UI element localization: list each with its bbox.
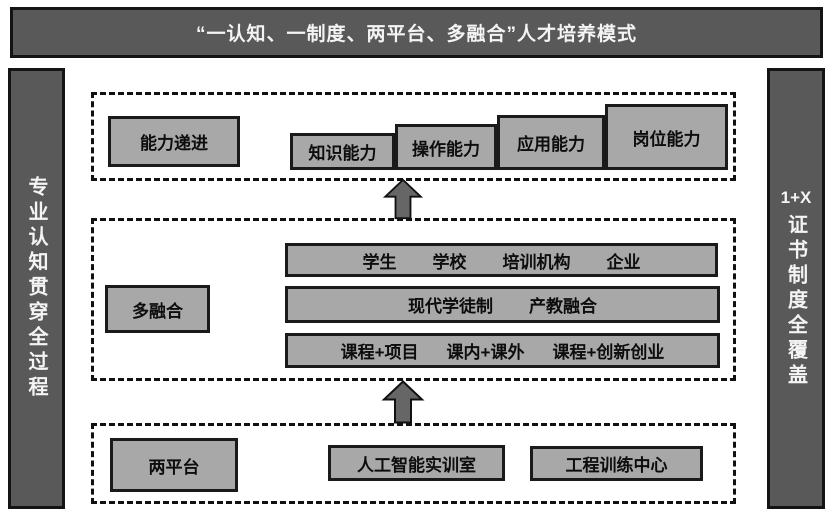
ability-step-application: 应用能力 — [497, 115, 605, 170]
platform-item: 人工智能实训室 — [357, 455, 476, 475]
platform-ai-training-room: 人工智能实训室 — [328, 445, 505, 481]
ability-panel — [91, 92, 736, 181]
platform-panel — [91, 423, 736, 504]
left-vertical-banner: 专业认知贯穿全过程 — [8, 68, 65, 509]
fusion-item: 学生 — [362, 252, 397, 272]
fusion-item: 学校 — [432, 252, 467, 272]
ability-step-post: 岗位能力 — [605, 104, 728, 170]
fusion-item: 企业 — [606, 252, 641, 272]
fusion-item: 培训机构 — [502, 252, 571, 272]
platform-panel-label-box: 两平台 — [110, 438, 238, 492]
platform-item: 工程训练中心 — [565, 456, 668, 475]
fusion-item: 现代学徒制 — [408, 297, 493, 316]
fusion-panel-label: 多融合 — [132, 301, 183, 321]
right-vertical-banner: 1+X 证书制度全覆盖 — [767, 68, 825, 509]
up-arrow-bottom-to-middle-icon — [381, 380, 425, 424]
page-title: “一认知、一制度、两平台、多融合”人才培养模式 — [195, 24, 637, 45]
ability-step-knowledge: 知识能力 — [290, 133, 395, 170]
ability-panel-label: 能力递进 — [140, 134, 208, 153]
fusion-row-modes: 现代学徒制 产教融合 — [285, 286, 720, 323]
ability-step-label: 知识能力 — [308, 144, 377, 163]
ability-panel-label-box: 能力递进 — [108, 116, 240, 167]
fusion-item: 课程+项目 — [340, 343, 419, 362]
fusion-panel-label-box: 多融合 — [105, 285, 210, 333]
ability-step-operation: 操作能力 — [395, 124, 497, 170]
title-banner: “一认知、一制度、两平台、多融合”人才培养模式 — [10, 7, 823, 58]
fusion-row-stakeholders: 学生 学校 培训机构 企业 — [285, 243, 718, 277]
fusion-item: 课内+课外 — [446, 343, 525, 362]
right-banner-text: 证书制度全覆盖 — [784, 214, 807, 389]
ability-step-label: 岗位能力 — [632, 129, 701, 149]
up-arrow-middle-to-top-icon — [382, 178, 424, 220]
fusion-item: 产教融合 — [529, 297, 597, 316]
fusion-row-courses: 课程+项目 课内+课外 课程+创新创业 — [285, 333, 720, 368]
platform-engineering-center: 工程训练中心 — [530, 446, 703, 481]
ability-step-label: 操作能力 — [412, 139, 480, 159]
platform-panel-label: 两平台 — [148, 457, 200, 477]
fusion-panel — [91, 218, 736, 381]
right-banner-line1: 1+X — [780, 188, 812, 207]
fusion-item: 课程+创新创业 — [552, 343, 665, 362]
left-banner-text: 专业认知贯穿全过程 — [25, 176, 47, 401]
ability-step-label: 应用能力 — [517, 135, 585, 154]
